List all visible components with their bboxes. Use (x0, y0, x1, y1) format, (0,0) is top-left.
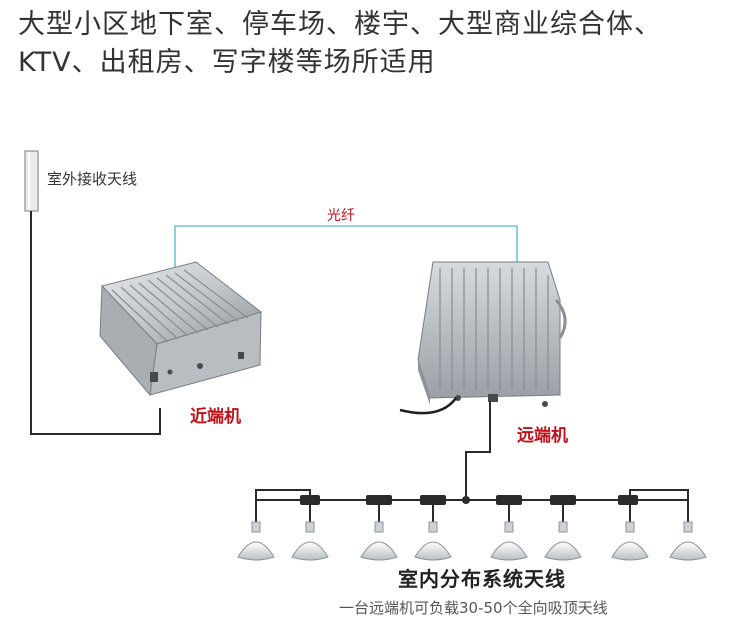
remote-unit-label: 远端机 (517, 426, 568, 446)
remote-cable (465, 402, 491, 500)
indoor-system-label: 室内分布系统天线 (398, 567, 566, 591)
splitter-icons (300, 495, 638, 505)
fiber-label: 光纤 (327, 208, 355, 224)
outdoor-antenna-icon (24, 150, 39, 212)
near-unit-icon (99, 261, 263, 397)
fiber-line (174, 225, 518, 285)
headline-line-1: 大型小区地下室、停车场、楼宇、大型商业综合体、 (18, 9, 662, 40)
antenna-drops (309, 500, 631, 525)
antenna-cable (30, 211, 161, 435)
outdoor-antenna-label: 室外接收天线 (47, 170, 138, 188)
ceiling-antenna-icons (237, 521, 707, 561)
capacity-note: 一台远端机可负载30-50个全向吸顶天线 (339, 599, 608, 617)
near-unit-label: 近端机 (190, 407, 241, 427)
headline-line-2: KTV、出租房、写字楼等场所适用 (18, 47, 436, 78)
remote-unit-icon (399, 261, 567, 415)
